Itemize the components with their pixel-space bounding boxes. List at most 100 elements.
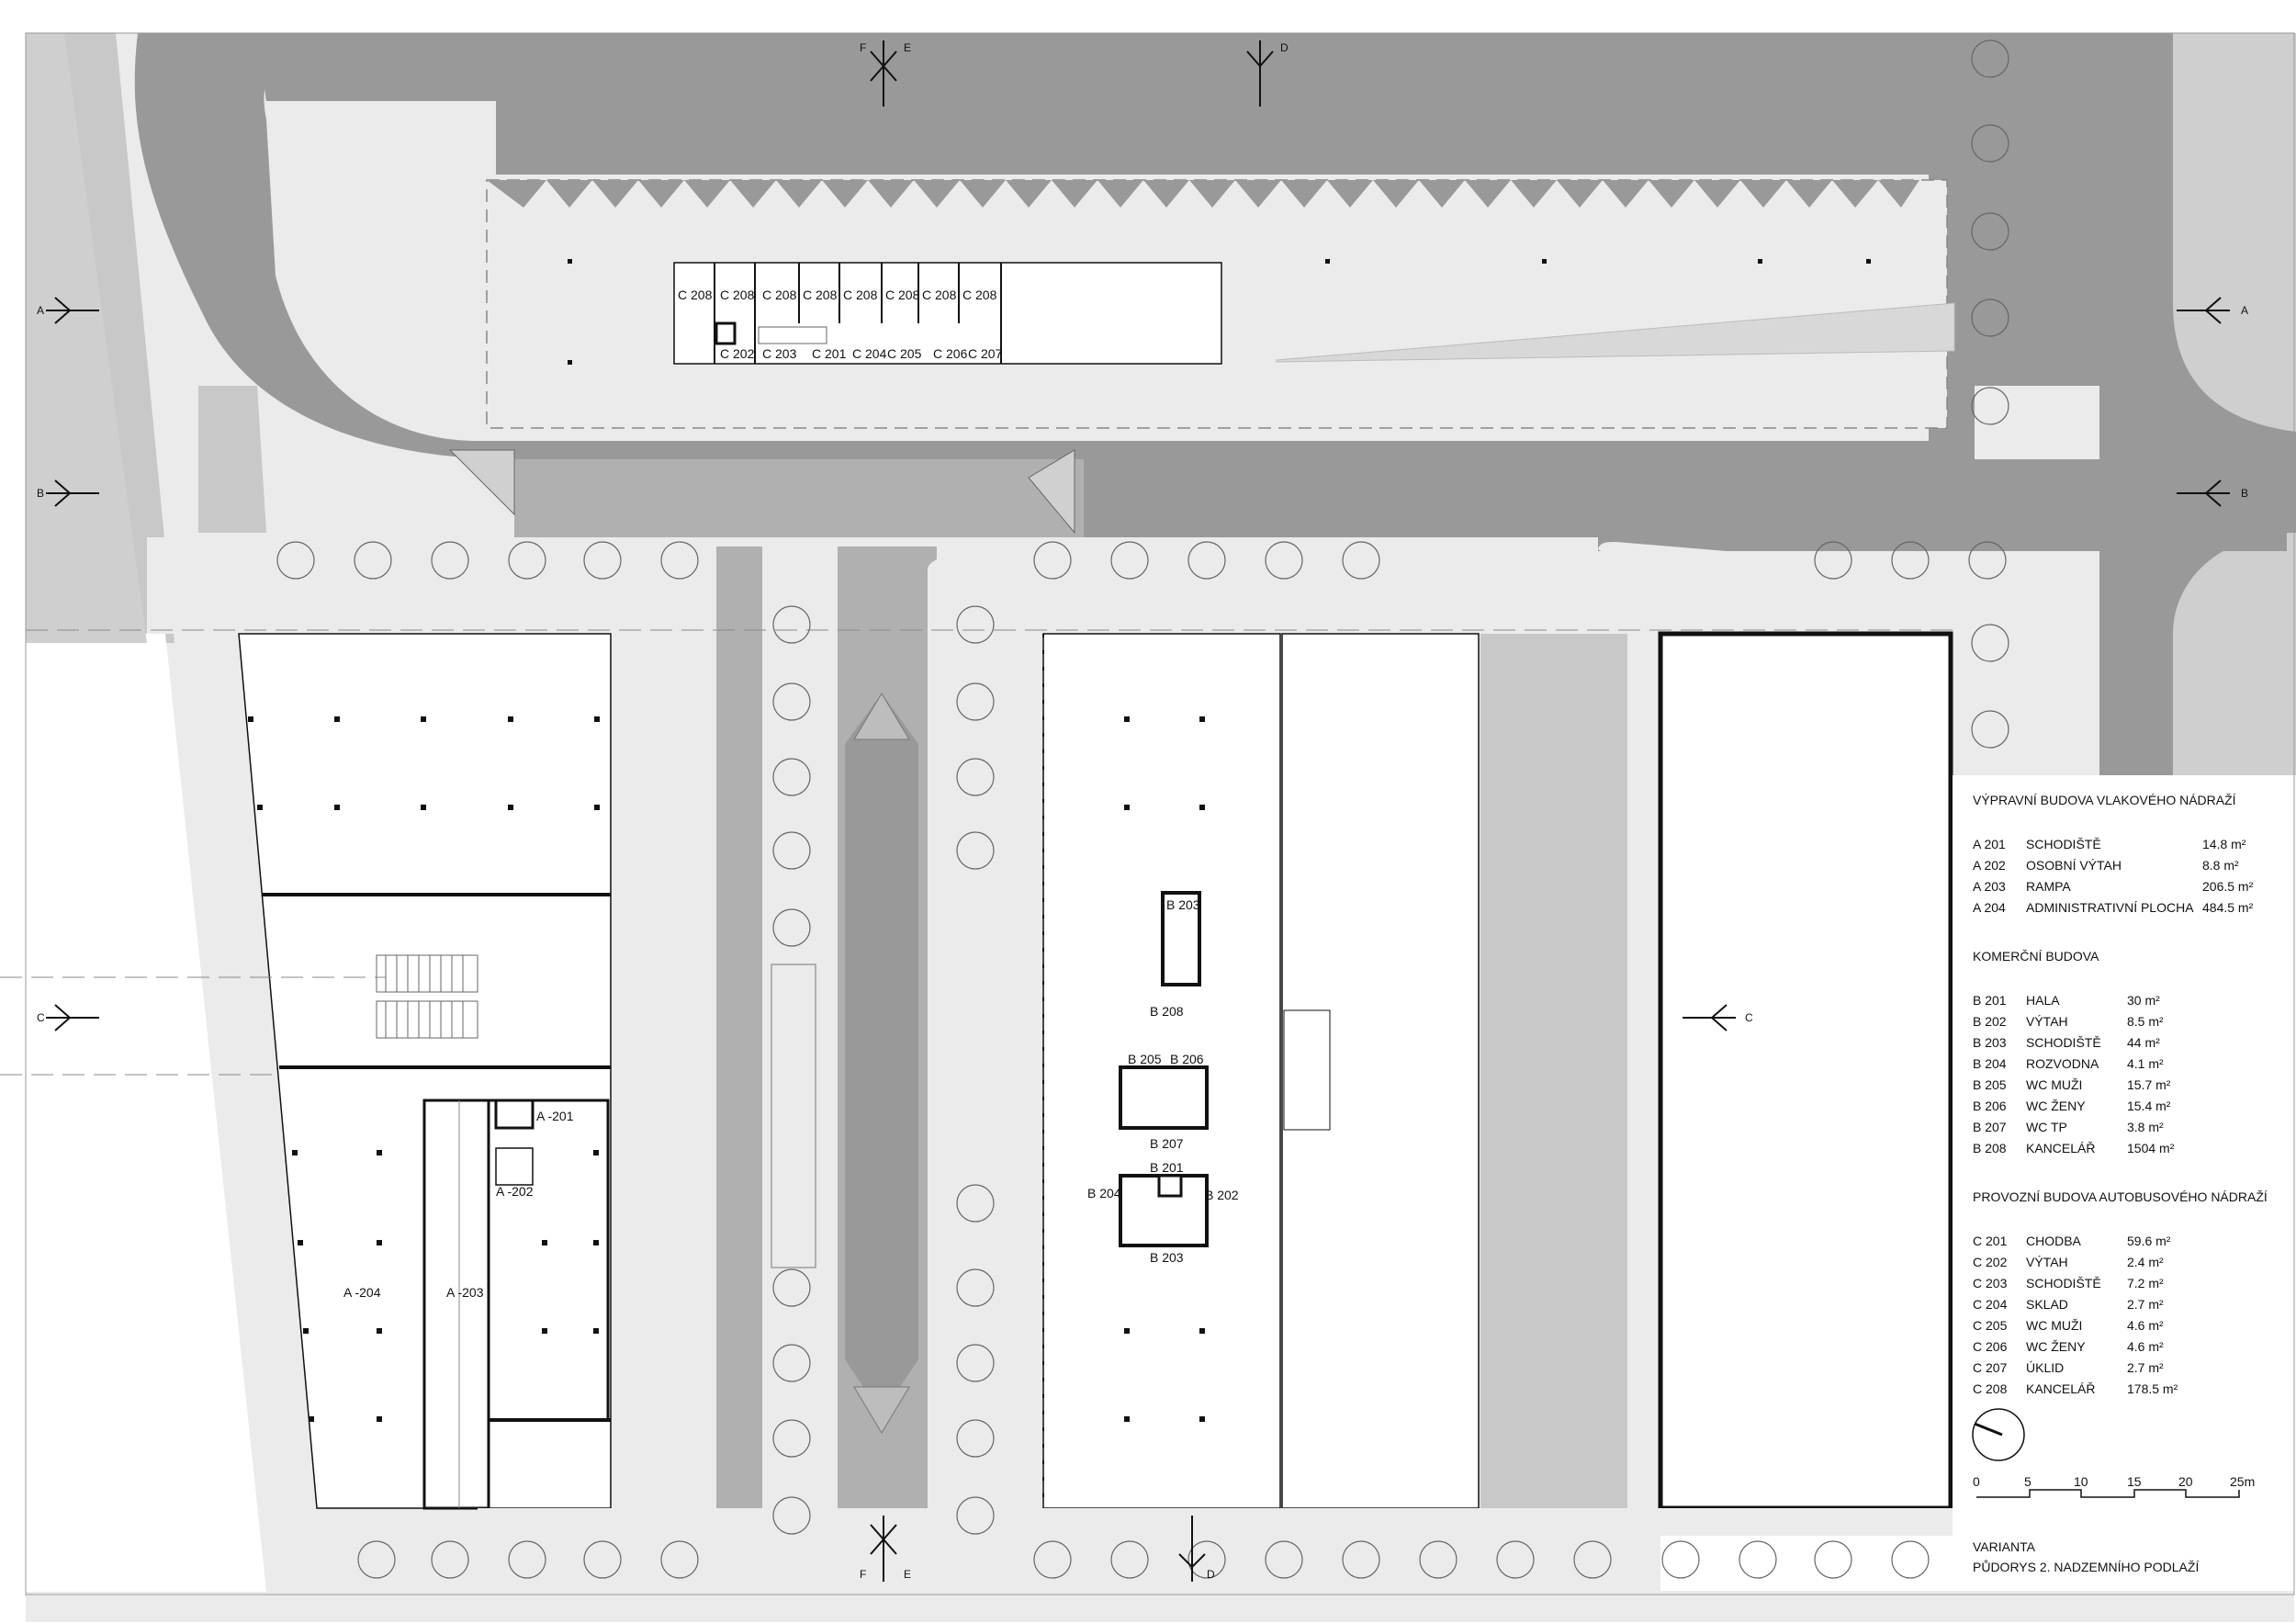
room-b203-top: B 203: [1166, 897, 1200, 912]
right-corner-top: [2173, 33, 2296, 432]
room-b204: B 204: [1087, 1186, 1121, 1200]
b-balcony: [1283, 1009, 1331, 1131]
legend-code: C 202: [1973, 1255, 2008, 1269]
bus-road-top: [264, 46, 1957, 101]
triangle-right: [1028, 449, 1075, 535]
stair-icon-2: [376, 1000, 478, 1039]
legend-name: VÝTAH: [2026, 1255, 2068, 1269]
legend-area: 14.8 m²: [2202, 837, 2246, 851]
section-e-top: E: [904, 41, 911, 54]
strip-1: [1480, 634, 1627, 1508]
stair-treads: [385, 955, 464, 1038]
legend-code: C 201: [1973, 1234, 2008, 1248]
legend-area: 484.5 m²: [2202, 900, 2254, 915]
scale-bar: [1976, 1489, 2240, 1498]
scale-tick-1: 5: [2024, 1474, 2032, 1489]
room-b206: B 206: [1170, 1052, 1204, 1066]
legend-area: 4.6 m²: [2127, 1318, 2164, 1333]
east-pavement-curve: [928, 542, 1414, 698]
scale-tick-2: 10: [2074, 1474, 2088, 1489]
room-c204: C 204: [852, 346, 887, 361]
north-arrow-icon: [1972, 1408, 2025, 1461]
section-c-left: C: [37, 1011, 45, 1024]
pavement-curve: [1479, 540, 1727, 634]
column-grid: [248, 259, 1871, 1422]
legend-name: SCHODIŠTĚ: [2026, 1276, 2101, 1291]
section-d-bottom: D: [1207, 1568, 1215, 1581]
left-island: [198, 386, 266, 533]
legend-code: B 204: [1973, 1056, 2007, 1071]
tracks-tri-bottom: [853, 1386, 910, 1434]
room-c208-3: C 208: [762, 287, 797, 302]
legend-row: C 201 CHODBA 59.6 m²: [1973, 1231, 2285, 1252]
legend-c-heading: PROVOZNÍ BUDOVA AUTOBUSOVÉHO NÁDRAŽÍ: [1973, 1189, 2268, 1204]
legend-code: B 208: [1973, 1141, 2007, 1155]
legend-name: OSOBNÍ VÝTAH: [2026, 858, 2122, 873]
building-c: [673, 262, 1222, 365]
legend-code: B 206: [1973, 1099, 2007, 1113]
legend-name: WC ŽENY: [2026, 1339, 2086, 1354]
legend-code: B 202: [1973, 1014, 2007, 1029]
legend-a-heading: VÝPRAVNÍ BUDOVA VLAKOVÉHO NÁDRAŽÍ: [1973, 793, 2236, 807]
scale-tick-3: 15: [2127, 1474, 2142, 1489]
legend-area: 30 m²: [2127, 993, 2160, 1008]
stair-icon: [376, 954, 478, 993]
legend-name: RAMPA: [2026, 879, 2071, 894]
section-a-right: A: [2241, 304, 2248, 317]
legend-code: C 206: [1973, 1339, 2008, 1354]
cross-road-mid: [514, 459, 1084, 551]
legend-area: 4.6 m²: [2127, 1339, 2164, 1354]
room-c208-8: C 208: [962, 287, 997, 302]
legend-area: 44 m²: [2127, 1035, 2160, 1050]
legend-code: A 201: [1973, 837, 2006, 851]
legend-code: A 203: [1973, 879, 2006, 894]
legend-code: A 202: [1973, 858, 2006, 873]
room-b205: B 205: [1128, 1052, 1162, 1066]
legend-area: 7.2 m²: [2127, 1276, 2164, 1291]
legend-code: B 201: [1973, 993, 2007, 1008]
legend-code: B 203: [1973, 1035, 2007, 1050]
section-b-right: B: [2241, 487, 2248, 500]
room-c208-2: C 208: [720, 287, 755, 302]
room-c208-6: C 208: [885, 287, 920, 302]
legend-code: C 203: [1973, 1276, 2008, 1291]
legend-area: 2.7 m²: [2127, 1297, 2164, 1312]
room-c208-1: C 208: [678, 287, 713, 302]
legend-area: 15.7 m²: [2127, 1077, 2171, 1092]
bus-ramp: [1276, 302, 1955, 363]
legend-area: 2.7 m²: [2127, 1360, 2164, 1375]
room-c205: C 205: [887, 346, 922, 361]
title-floor: PŮDORYS 2. NADZEMNÍHO PODLAŽÍ: [1973, 1560, 2200, 1574]
legend-code: C 205: [1973, 1318, 2008, 1333]
room-b208: B 208: [1150, 1004, 1184, 1019]
legend-name: VÝTAH: [2026, 1014, 2068, 1029]
legend-area: 59.6 m²: [2127, 1234, 2171, 1248]
ramp-a203: [422, 1099, 490, 1510]
section-b-left: B: [37, 487, 44, 500]
left-edge: [26, 33, 147, 643]
building-d: [1658, 631, 1953, 1511]
section-a-left: A: [37, 304, 44, 317]
legend-row: C 206 WC ŽENY 4.6 m²: [1973, 1336, 2285, 1358]
legend-name: ADMINISTRATIVNÍ PLOCHA: [2026, 900, 2194, 915]
stair-c203: [758, 326, 827, 344]
room-a201: A -201: [536, 1109, 574, 1123]
legend-name: CHODBA: [2026, 1234, 2081, 1248]
legend-area: 1504 m²: [2127, 1141, 2175, 1155]
legend-name: ROZVODNA: [2026, 1056, 2099, 1071]
lift-c202: [715, 321, 737, 345]
room-b202: B 202: [1205, 1188, 1239, 1202]
drawing-title: VARIANTA PŮDORYS 2. NADZEMNÍHO PODLAŽÍ: [1973, 1537, 2199, 1577]
